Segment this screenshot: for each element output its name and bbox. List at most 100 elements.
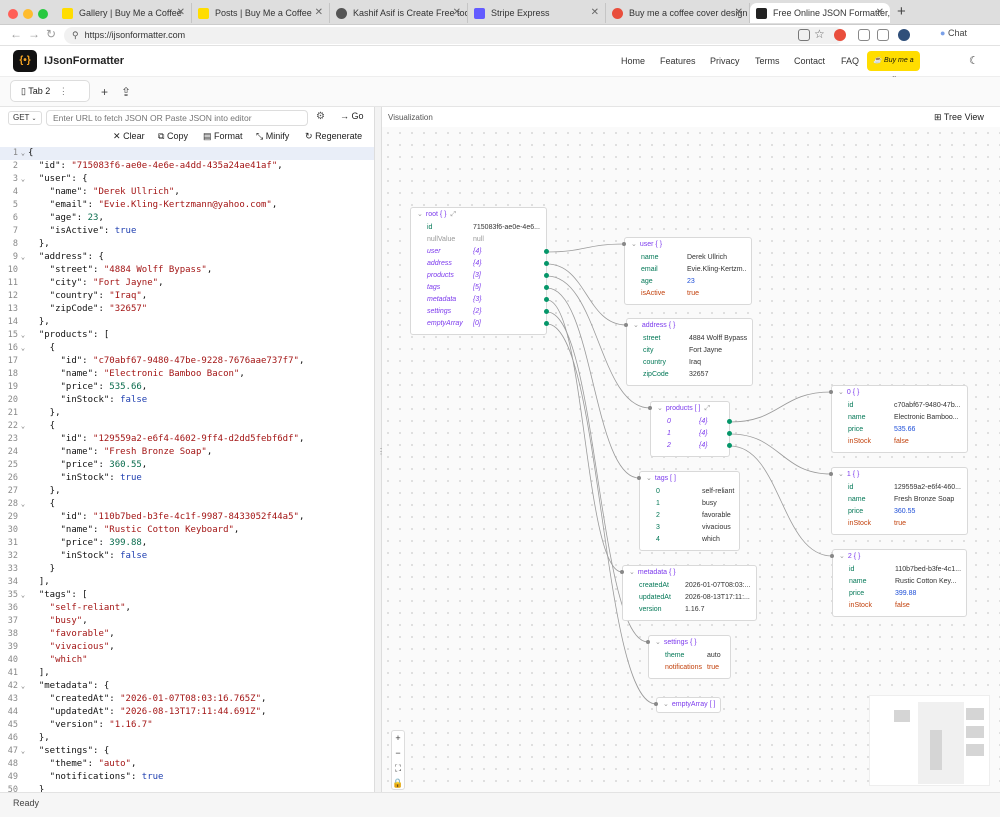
- code-line[interactable]: 8 },: [0, 238, 374, 251]
- browser-tab-gallery[interactable]: Gallery | Buy Me a Coffee✕: [56, 3, 192, 23]
- nav-privacy[interactable]: Privacy: [710, 56, 740, 66]
- node-row[interactable]: emptyArray[0]: [411, 318, 546, 330]
- forward-icon[interactable]: →: [28, 27, 40, 41]
- node-row[interactable]: 1{4}: [651, 428, 729, 440]
- code-line[interactable]: 29 "id": "110b7bed-b3fe-4c1f-9987-843305…: [0, 511, 374, 524]
- close-tab-icon[interactable]: ✕: [314, 7, 323, 18]
- code-line[interactable]: 50 }: [0, 784, 374, 792]
- code-line[interactable]: 40 "which": [0, 654, 374, 667]
- node-products[interactable]: ⌄products [ ]⤢0{4}1{4}2{4}: [650, 401, 730, 457]
- lock-icon[interactable]: 🔒: [392, 778, 404, 788]
- node-header[interactable]: ⌄settings { }: [649, 636, 730, 650]
- minimap[interactable]: [869, 695, 990, 786]
- code-line[interactable]: 26 "inStock": true: [0, 472, 374, 485]
- source-handle[interactable]: [727, 431, 732, 436]
- code-line[interactable]: 13 "zipCode": "32657": [0, 303, 374, 316]
- code-line[interactable]: 7 "isActive": true: [0, 225, 374, 238]
- close-tab-icon[interactable]: ✕: [734, 7, 743, 18]
- source-handle[interactable]: [544, 321, 549, 326]
- code-line[interactable]: 22⌄ {: [0, 420, 374, 433]
- fetch-url-input[interactable]: [46, 110, 308, 126]
- node-row[interactable]: user{4}: [411, 246, 546, 258]
- pane-resize-handle[interactable]: ⋮: [374, 107, 385, 792]
- code-line[interactable]: 5 "email": "Evie.Kling-Kertzmann@yahoo.c…: [0, 199, 374, 212]
- close-tab-icon[interactable]: ✕: [452, 7, 461, 18]
- code-line[interactable]: 36 "self-reliant",: [0, 602, 374, 615]
- tab-2[interactable]: ▯ Tab 2 ⋮: [10, 80, 90, 102]
- code-line[interactable]: 25 "price": 360.55,: [0, 459, 374, 472]
- code-line[interactable]: 49 "notifications": true: [0, 771, 374, 784]
- source-handle[interactable]: [544, 273, 549, 278]
- node-row[interactable]: settings{2}: [411, 306, 546, 318]
- code-line[interactable]: 41 ],: [0, 667, 374, 680]
- code-line[interactable]: 18 "name": "Electronic Bamboo Bacon",: [0, 368, 374, 381]
- tree-view-button[interactable]: ⊞ Tree View: [934, 112, 984, 122]
- code-line[interactable]: 2 "id": "715083f6-ae0e-4e6e-a4dd-435a24a…: [0, 160, 374, 173]
- node-row[interactable]: 0{4}: [651, 416, 729, 428]
- site-info-icon[interactable]: ⚲: [72, 30, 79, 40]
- go-button[interactable]: → Go: [340, 111, 364, 121]
- collapse-chevron-icon[interactable]: ⌄: [838, 389, 844, 396]
- collapse-chevron-icon[interactable]: ⌄: [629, 569, 635, 576]
- node-header[interactable]: ⌄root { }⤢: [411, 208, 546, 222]
- fold-chevron-icon[interactable]: ⌄: [20, 422, 26, 430]
- code-line[interactable]: 43 "createdAt": "2026-01-07T08:03:16.765…: [0, 693, 374, 706]
- settings-sliders-icon[interactable]: ⚙: [316, 111, 325, 122]
- node-header[interactable]: ⌄emptyArray [ ]: [657, 698, 720, 712]
- nav-faq[interactable]: FAQ: [841, 56, 860, 66]
- code-line[interactable]: 19 "price": 535.66,: [0, 381, 374, 394]
- collapse-chevron-icon[interactable]: ⌄: [663, 701, 669, 708]
- collapse-chevron-icon[interactable]: ⌄: [417, 211, 423, 218]
- node-header[interactable]: ⌄tags [ ]: [640, 472, 739, 486]
- node-header[interactable]: ⌄metadata { }: [623, 566, 756, 580]
- fold-chevron-icon[interactable]: ⌄: [20, 175, 26, 183]
- code-line[interactable]: 45 "version": "1.16.7": [0, 719, 374, 732]
- code-line[interactable]: 32 "inStock": false: [0, 550, 374, 563]
- collapse-chevron-icon[interactable]: ⌄: [631, 241, 637, 248]
- node-row[interactable]: products[3]: [411, 270, 546, 282]
- code-line[interactable]: 14 },: [0, 316, 374, 329]
- code-line[interactable]: 12 "country": "Iraq",: [0, 290, 374, 303]
- code-line[interactable]: 27 },: [0, 485, 374, 498]
- app-logo-icon[interactable]: {•}: [13, 50, 37, 72]
- fold-chevron-icon[interactable]: ⌄: [20, 149, 26, 157]
- bookmark-star-icon[interactable]: ☆: [814, 27, 825, 41]
- expand-icon[interactable]: ⤢: [450, 211, 457, 218]
- code-line[interactable]: 10 "street": "4884 Wolff Bypass",: [0, 264, 374, 277]
- reader-icon[interactable]: [798, 29, 810, 41]
- zoom-out-icon[interactable]: −: [395, 748, 401, 758]
- back-icon[interactable]: ←: [10, 27, 22, 41]
- close-tab-icon[interactable]: ✕: [176, 7, 185, 18]
- extensions-puzzle-icon[interactable]: [858, 29, 870, 41]
- collapse-chevron-icon[interactable]: ⌄: [838, 471, 844, 478]
- code-line[interactable]: 30 "name": "Rustic Cotton Keyboard",: [0, 524, 374, 537]
- node-row[interactable]: tags[5]: [411, 282, 546, 294]
- code-line[interactable]: 28⌄ {: [0, 498, 374, 511]
- collapse-chevron-icon[interactable]: ⌄: [839, 553, 845, 560]
- node-header[interactable]: ⌄address { }: [627, 319, 752, 333]
